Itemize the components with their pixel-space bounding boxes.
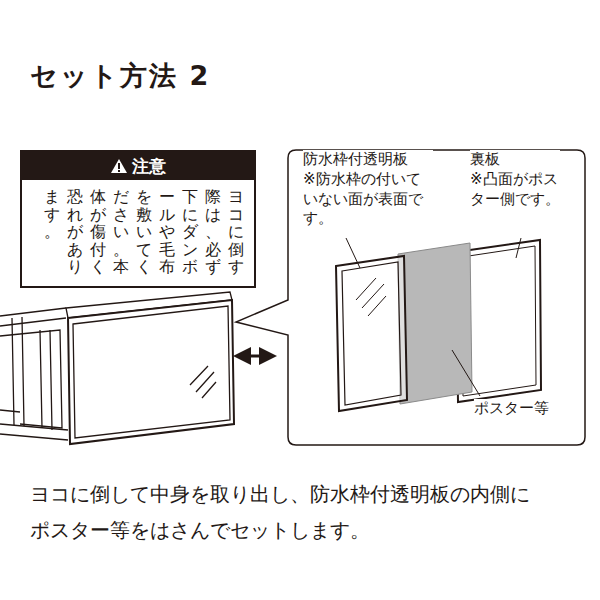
vertical-char: 敷 bbox=[136, 206, 152, 224]
caution-box: 注意ヨコに倒す際は、必ず下にダンボールや毛布を敷いてください。本体が傷付く恐れが… bbox=[20, 150, 256, 288]
vertical-char: は bbox=[205, 206, 221, 224]
vertical-char: 際 bbox=[205, 188, 221, 206]
page-title: セット方法 2 bbox=[30, 58, 210, 93]
warning-icon bbox=[110, 158, 128, 174]
vertical-char: を bbox=[136, 188, 152, 206]
vertical-char: や bbox=[159, 223, 175, 241]
vertical-char: ず bbox=[205, 258, 221, 276]
vertical-char: ダ bbox=[182, 223, 198, 241]
vertical-char: さ bbox=[113, 206, 129, 224]
poster-sheet bbox=[398, 243, 472, 404]
leader-lines bbox=[346, 238, 521, 396]
vertical-char: あ bbox=[67, 241, 83, 259]
caution-text: ヨコに倒す際は、必ず下にダンボールや毛布を敷いてください。本体が傷付く恐れがあり… bbox=[32, 188, 244, 278]
vertical-char: 必 bbox=[205, 241, 221, 259]
vertical-char: れ bbox=[67, 206, 83, 224]
caution-header: 注意 bbox=[22, 152, 254, 180]
vertical-char: く bbox=[90, 258, 106, 276]
vertical-char: 毛 bbox=[159, 241, 175, 259]
caution-heading: 注意 bbox=[132, 155, 166, 178]
vertical-char: 恐 bbox=[67, 188, 83, 206]
vertical-char: 、 bbox=[205, 223, 221, 241]
vertical-char: 傷 bbox=[90, 223, 106, 241]
vertical-char: 体 bbox=[90, 188, 106, 206]
vertical-char: ま bbox=[44, 188, 60, 206]
vertical-char: 布 bbox=[159, 258, 175, 276]
cabinet-illustration bbox=[0, 292, 234, 444]
callout-panel bbox=[236, 150, 585, 445]
vertical-char: コ bbox=[228, 206, 244, 224]
part-name: 裏板 bbox=[470, 150, 560, 170]
vertical-char: ヨ bbox=[228, 188, 244, 206]
vertical-char: い bbox=[136, 223, 152, 241]
part-name: ポスター等 bbox=[474, 399, 574, 419]
vertical-char: す bbox=[228, 258, 244, 276]
vertical-char: い bbox=[113, 223, 129, 241]
vertical-char: に bbox=[228, 223, 244, 241]
vertical-char: ル bbox=[159, 206, 175, 224]
vertical-char: だ bbox=[113, 188, 129, 206]
note-text: ※防水枠の付いていない面が表面です。 bbox=[303, 170, 431, 229]
swap-arrow bbox=[242, 355, 268, 358]
vertical-char: 本 bbox=[113, 258, 129, 276]
vertical-char: 。 bbox=[113, 241, 129, 259]
part-name: 防水枠付透明板 bbox=[303, 150, 433, 170]
transparent-plate bbox=[336, 256, 407, 411]
vertical-char: 倒 bbox=[228, 241, 244, 259]
vertical-char: に bbox=[182, 206, 198, 224]
vertical-char: て bbox=[136, 241, 152, 259]
caption-text: ヨコに倒して中身を取り出し、防水枠付透明板の内側にポスター等をはさんでセットしま… bbox=[30, 476, 542, 548]
note-text: ※凸面がポスター側です。 bbox=[470, 170, 562, 209]
vertical-char: が bbox=[67, 223, 83, 241]
vertical-char: ボ bbox=[182, 258, 198, 276]
vertical-char: 下 bbox=[182, 188, 198, 206]
vertical-char: く bbox=[136, 258, 152, 276]
vertical-char: り bbox=[67, 258, 83, 276]
vertical-char: ン bbox=[182, 241, 198, 259]
vertical-char: が bbox=[90, 206, 106, 224]
vertical-char: ー bbox=[159, 188, 175, 206]
vertical-char: 付 bbox=[90, 241, 106, 259]
vertical-char: す bbox=[44, 206, 60, 224]
vertical-char: 。 bbox=[44, 223, 60, 241]
